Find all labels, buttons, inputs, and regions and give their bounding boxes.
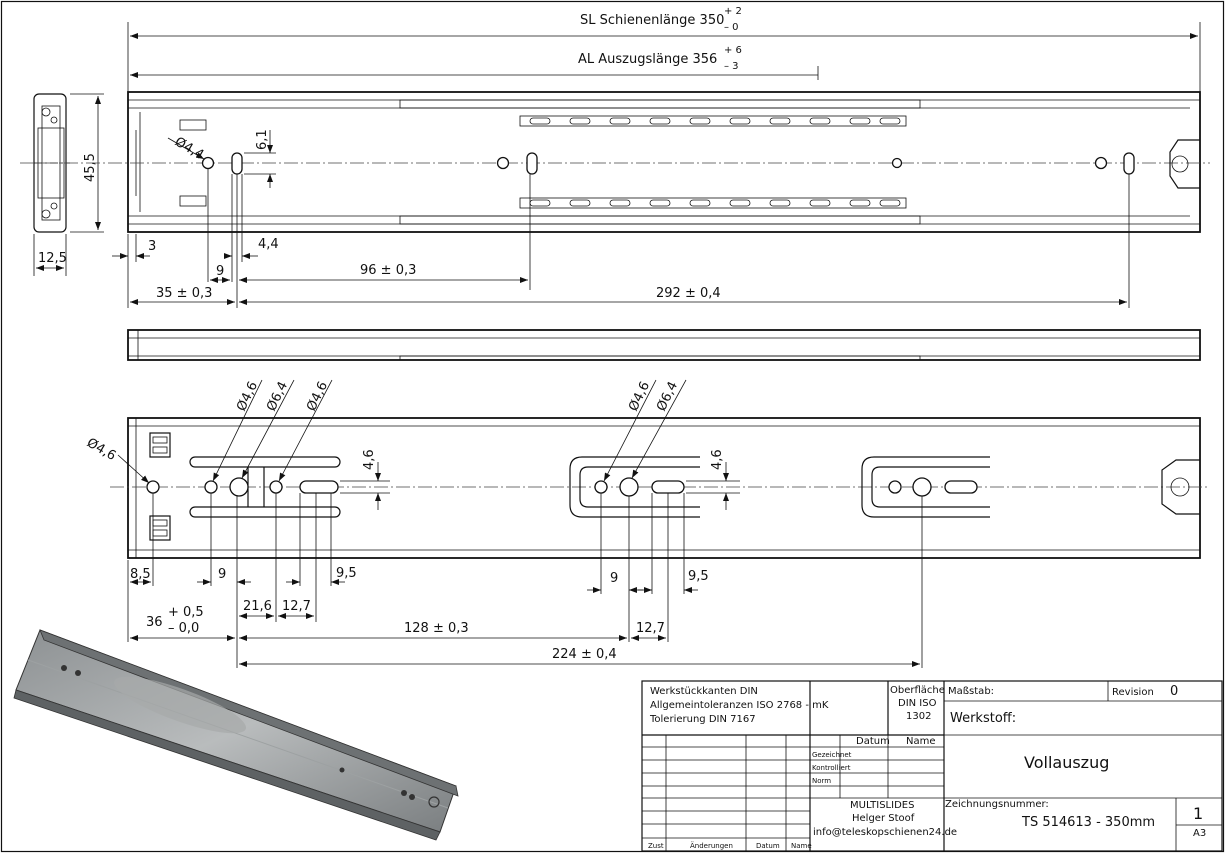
drawing-number-label: Zeichnungsnummer: — [945, 799, 1049, 810]
paper-format: A3 — [1193, 828, 1206, 839]
rail-length-dim: SL Schienenlänge 350 — [580, 13, 724, 28]
dim-36: 36 — [146, 615, 163, 630]
hole-rear-3b — [912, 477, 932, 497]
tolerances-text: Allgemeintoleranzen ISO 2768 - mK — [650, 700, 829, 711]
dim-36-tol-lower: – 0,0 — [168, 621, 199, 636]
overall-dimensions: SL Schienenlänge 350 + 2 – 0 AL Auszugsl… — [127, 6, 1201, 92]
hole-rear-2a — [594, 480, 608, 494]
dim-9-lower-a: 9 — [218, 567, 226, 582]
dim-224: 224 ± 0,4 — [552, 647, 617, 662]
slot-front-1 — [231, 152, 243, 175]
rail-3d-render — [13, 629, 459, 841]
revision-value: 0 — [1170, 684, 1178, 699]
scale-label: Maßstab: — [948, 686, 994, 697]
edges-text: Werkstückkanten DIN — [650, 686, 758, 697]
title-block: Werkstückkanten DIN Allgemeintoleranzen … — [641, 680, 1223, 852]
dia-c: Ø4,6 — [304, 379, 331, 413]
name-footer-label: Name — [791, 842, 812, 850]
state-footer-label: Zust — [648, 842, 664, 850]
name-column-header: Name — [906, 736, 936, 747]
date-column-header: Datum — [856, 736, 890, 747]
dim-128: 128 ± 0,3 — [404, 621, 469, 636]
hole-rear-2b — [619, 477, 639, 497]
date-footer-label: Datum — [756, 842, 780, 850]
sheet-number: 1 — [1193, 804, 1203, 823]
dim-12-7-b: 12,7 — [636, 621, 665, 636]
extension-length-tol-upper: + 6 — [724, 45, 742, 56]
dim-12-7-a: 12,7 — [282, 599, 311, 614]
profile-height-dim: 45,5 — [83, 153, 98, 182]
side-profile-view: 45,5 12,5 — [33, 93, 104, 276]
dia-b: Ø6,4 — [264, 379, 291, 413]
dim-35: 35 ± 0,3 — [156, 286, 212, 301]
dim-4-6-b: 4,6 — [710, 449, 725, 470]
drawing-title: Vollauszug — [1024, 753, 1109, 772]
dia-d: Ø4,6 — [626, 379, 653, 413]
drawn-row-label: Gezeichnet — [812, 751, 852, 759]
hole-rear-1c — [269, 480, 283, 494]
company-name: MULTISLIDES — [850, 800, 914, 811]
dia-a: Ø4,6 — [234, 379, 261, 413]
revision-label: Revision — [1112, 687, 1154, 698]
dim-96: 96 ± 0,3 — [360, 263, 416, 278]
dim-292: 292 ± 0,4 — [656, 286, 721, 301]
surface-text-3: 1302 — [906, 711, 931, 722]
rail-rear-view: 8,5 9 9,5 21,6 12,7 36 + 0,5 – 0,0 128 ±… — [84, 379, 1210, 668]
hole-rear-1b — [229, 477, 249, 497]
profile-width-dim: 12,5 — [38, 251, 67, 266]
changes-footer-label: Änderungen — [690, 841, 733, 850]
material-label: Werkstoff: — [950, 711, 1016, 726]
dia-4-4: Ø4,4 — [172, 134, 206, 162]
dim-4-4: 4,4 — [258, 237, 279, 252]
dim-8-5: 8,5 — [130, 567, 151, 582]
hole-front-2 — [496, 156, 510, 170]
rail-front-view: 3 4,4 9 96 ± 0,3 35 ± 0,3 292 ± 0,4 6,1 … — [20, 91, 1210, 308]
drawing-number: TS 514613 - 350mm — [1021, 815, 1155, 830]
slot-rear-2 — [651, 480, 685, 494]
dim-4-6-a: 4,6 — [362, 449, 377, 470]
dim-3: 3 — [148, 239, 156, 254]
dim-36-tol-upper: + 0,5 — [168, 605, 204, 620]
contact-email: info@teleskopschienen24.de — [813, 827, 957, 838]
slot-front-4 — [1123, 152, 1135, 175]
person-name: Helger Stoof — [852, 813, 915, 824]
hole-rear-1a — [204, 480, 218, 494]
extension-length-dim: AL Auszugslänge 356 — [578, 52, 717, 67]
slot-front-2 — [526, 152, 538, 175]
rail-length-tol-lower: – 0 — [724, 22, 739, 33]
dia-left: Ø4,6 — [84, 435, 118, 463]
dim-9-upper: 9 — [216, 264, 224, 279]
slot-rear-1 — [299, 480, 339, 494]
dim-6-1: 6,1 — [255, 129, 270, 150]
surface-text-2: DIN ISO — [898, 698, 937, 709]
rail-top-view — [127, 329, 1201, 361]
hole-front-3 — [891, 157, 903, 169]
toleration-text: Tolerierung DIN 7167 — [649, 714, 756, 725]
dim-9-lower-b: 9 — [610, 571, 618, 586]
hole-front-4 — [1094, 156, 1108, 170]
checked-row-label: Kontrolliert — [812, 764, 851, 772]
hole-front-1 — [201, 156, 215, 170]
rail-length-tol-upper: + 2 — [724, 6, 742, 17]
slot-rear-3 — [944, 480, 978, 494]
surface-text-1: Oberfläche — [890, 685, 945, 696]
dim-21-6: 21,6 — [243, 599, 272, 614]
dim-9-5-b: 9,5 — [688, 569, 709, 584]
hole-rear-3a — [888, 480, 902, 494]
ball-cage-top — [519, 115, 907, 127]
ball-cage-bottom — [519, 197, 907, 209]
dim-9-5-a: 9,5 — [336, 566, 357, 581]
norm-row-label: Norm — [812, 777, 831, 785]
extension-length-tol-lower: – 3 — [724, 61, 739, 72]
